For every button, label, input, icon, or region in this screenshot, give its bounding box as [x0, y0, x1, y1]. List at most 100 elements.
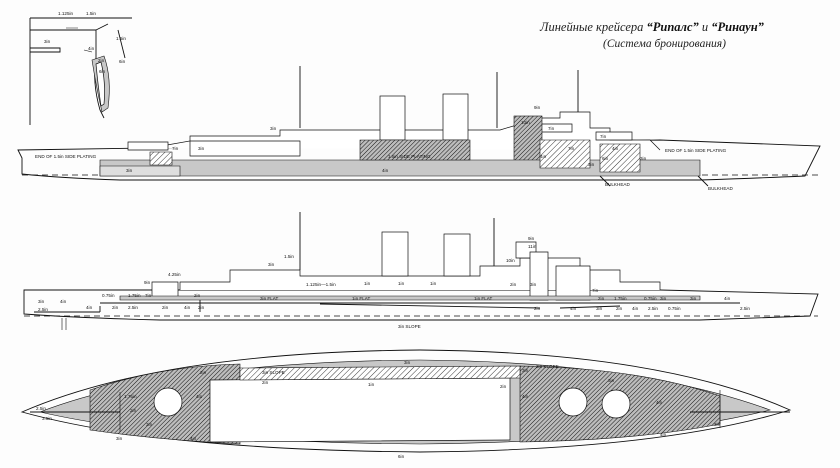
mid-4in-d: 4in — [632, 306, 639, 311]
top-belt-mid: 1.5in SIDE PLATING — [388, 154, 431, 159]
mid-3in-e: 3in — [690, 296, 697, 301]
mid-1in-a: 1in — [364, 281, 371, 286]
plan-3in-f: 3in — [714, 422, 721, 427]
plan-3in-a: 3in — [116, 436, 123, 441]
top-9in: 9in — [534, 105, 541, 110]
mid-25in-a: 2.5in — [38, 307, 48, 312]
title-ship1: “Рипалс” — [647, 20, 700, 34]
plan-25: 2.5in — [36, 406, 46, 411]
plan-3in-e: 3in — [608, 378, 615, 383]
top-7in-b: 7in — [548, 126, 555, 131]
mid-425: 4.25in — [168, 272, 181, 277]
mid-3in-a: 3in — [268, 262, 275, 267]
mid-7in-b: 7in — [592, 288, 599, 293]
plan-3in-c: 3in — [404, 360, 411, 365]
inset-label-1: 1.125in — [58, 11, 74, 16]
mid-4in-c: 4in — [570, 306, 577, 311]
top-bulkhead-aft: BULKHEAD — [708, 186, 733, 191]
inboard-forward-funnel — [381, 231, 409, 277]
mid-2in-b: 2in — [198, 305, 205, 310]
mid-25in-b: 2.5in — [128, 305, 138, 310]
top-plating-aft: END OF 1.5in SIDE PLATING — [665, 148, 727, 153]
mid-2in-c: 2in — [112, 305, 119, 310]
inset-label-6: 6in — [119, 59, 126, 64]
plan-1in: 1in — [368, 382, 375, 387]
mid-1125: 1.125in—1.5in — [306, 282, 336, 287]
plan-3in-b: 3in — [146, 422, 153, 427]
plan-citadel — [209, 377, 511, 443]
mid-10in: 10in — [506, 258, 515, 263]
plan-2in-c: 2in — [262, 380, 269, 385]
mid-4in-e: 4in — [724, 296, 731, 301]
mid-25in-d: 2.5in — [740, 306, 750, 311]
plan-6in: 6in — [398, 454, 405, 459]
forward-funnel — [379, 95, 406, 141]
plan-2in-d: 2in — [500, 384, 507, 389]
plan-4in-b: 4in — [190, 436, 197, 441]
mid-4in-fwd: 4in — [60, 299, 67, 304]
mid-2in-g: 2in — [616, 306, 623, 311]
profile-outboard: END OF 1.5in SIDE PLATING END OF 1.5in S… — [17, 66, 821, 191]
mid-175: 1.75in — [128, 293, 141, 298]
top-6in: 6in — [602, 156, 609, 161]
mid-075-b: 0.75in — [644, 296, 657, 301]
inset-label-7: 1.5in — [116, 36, 126, 41]
mid-4in-a: 4in — [86, 305, 93, 310]
mid-2in-d: 2in — [162, 305, 169, 310]
title-ship2: “Ринаун” — [711, 20, 764, 34]
plan-2in-a: 2in — [130, 408, 137, 413]
top-7in-c: 7in — [568, 146, 575, 151]
title-block: Линейные крейсера “Рипалс” и “Ринаун” (С… — [539, 20, 765, 50]
mid-9in-b: 9in — [528, 236, 535, 241]
title-subtitle: (Система бронирования) — [603, 38, 726, 50]
mid-075-c: 0.75in — [668, 306, 681, 311]
mid-4in-b: 4in — [184, 305, 191, 310]
title-part1: Линейные крейсера — [539, 20, 647, 34]
mid-3in-slope: 3in SLOPE — [398, 324, 421, 329]
mid-9in: 9in — [144, 280, 151, 285]
top-4in-b: 4in — [612, 146, 619, 151]
mid-25in-c: 2.5in — [648, 306, 658, 311]
inset-label-3: 3in — [44, 39, 51, 44]
mid-175b: 1.75in — [614, 296, 627, 301]
top-3in-b: 3in — [198, 146, 205, 151]
plan-fwd-barbette — [153, 387, 183, 417]
plan-3in-d: 3in — [522, 368, 529, 373]
mid-3in-d: 3in — [660, 296, 667, 301]
top-bulkhead-fwd: BULKHEAD — [605, 182, 630, 187]
mid-1in-b: 1in — [398, 281, 405, 286]
plan-4in-e: 4in — [660, 432, 667, 437]
aft-funnel — [442, 93, 469, 141]
mid-2in-h: 2in — [598, 296, 605, 301]
top-10in: 10in — [521, 120, 530, 125]
top-3in-e: 3in — [588, 162, 595, 167]
plan-175: 1.75in — [124, 394, 137, 399]
top-3in-c: 3in — [270, 126, 277, 131]
top-7in-d: 7in — [600, 134, 607, 139]
plan-3in-slope: 3in SLOPE — [262, 370, 285, 375]
top-plating-fwd: END OF 1.5in SIDE PLATING — [35, 154, 97, 159]
mid-3in-flat: 3in FLAT — [260, 296, 278, 301]
mid-7in-a: 7in — [145, 293, 152, 298]
belt-amidships — [359, 139, 471, 161]
title-conj: и — [699, 20, 712, 34]
mid-2in-e: 2in — [510, 282, 517, 287]
inboard-aft-funnel — [443, 233, 471, 277]
top-4in-a: 4in — [540, 154, 547, 159]
mid-2in-f: 2in — [534, 306, 541, 311]
mid-1in-flat2: 1in FLAT — [474, 296, 492, 301]
profile-inboard: 3in 4in 2.5in 0.75in 1.75in 7in 2in 4.25… — [23, 212, 819, 330]
mid-3in-c: 3in — [596, 306, 603, 311]
plan-view: 2.5in 3.5in 3in 1.75in 2in 3in 4in 2in 3… — [20, 349, 792, 459]
mid-15in: 1.5in — [284, 254, 294, 259]
plan-4in-a: 4in — [196, 394, 203, 399]
plan-2in-b: 2in — [200, 370, 207, 375]
mid-3in-fwd: 3in — [38, 299, 45, 304]
inset-label-4: 4in — [88, 46, 95, 51]
mid-075-a: 0.75in — [102, 293, 115, 298]
top-4in-c: 4in — [382, 168, 389, 173]
top-3in-d: 3in — [640, 156, 647, 161]
plan-aft-barbette-a — [558, 387, 588, 417]
